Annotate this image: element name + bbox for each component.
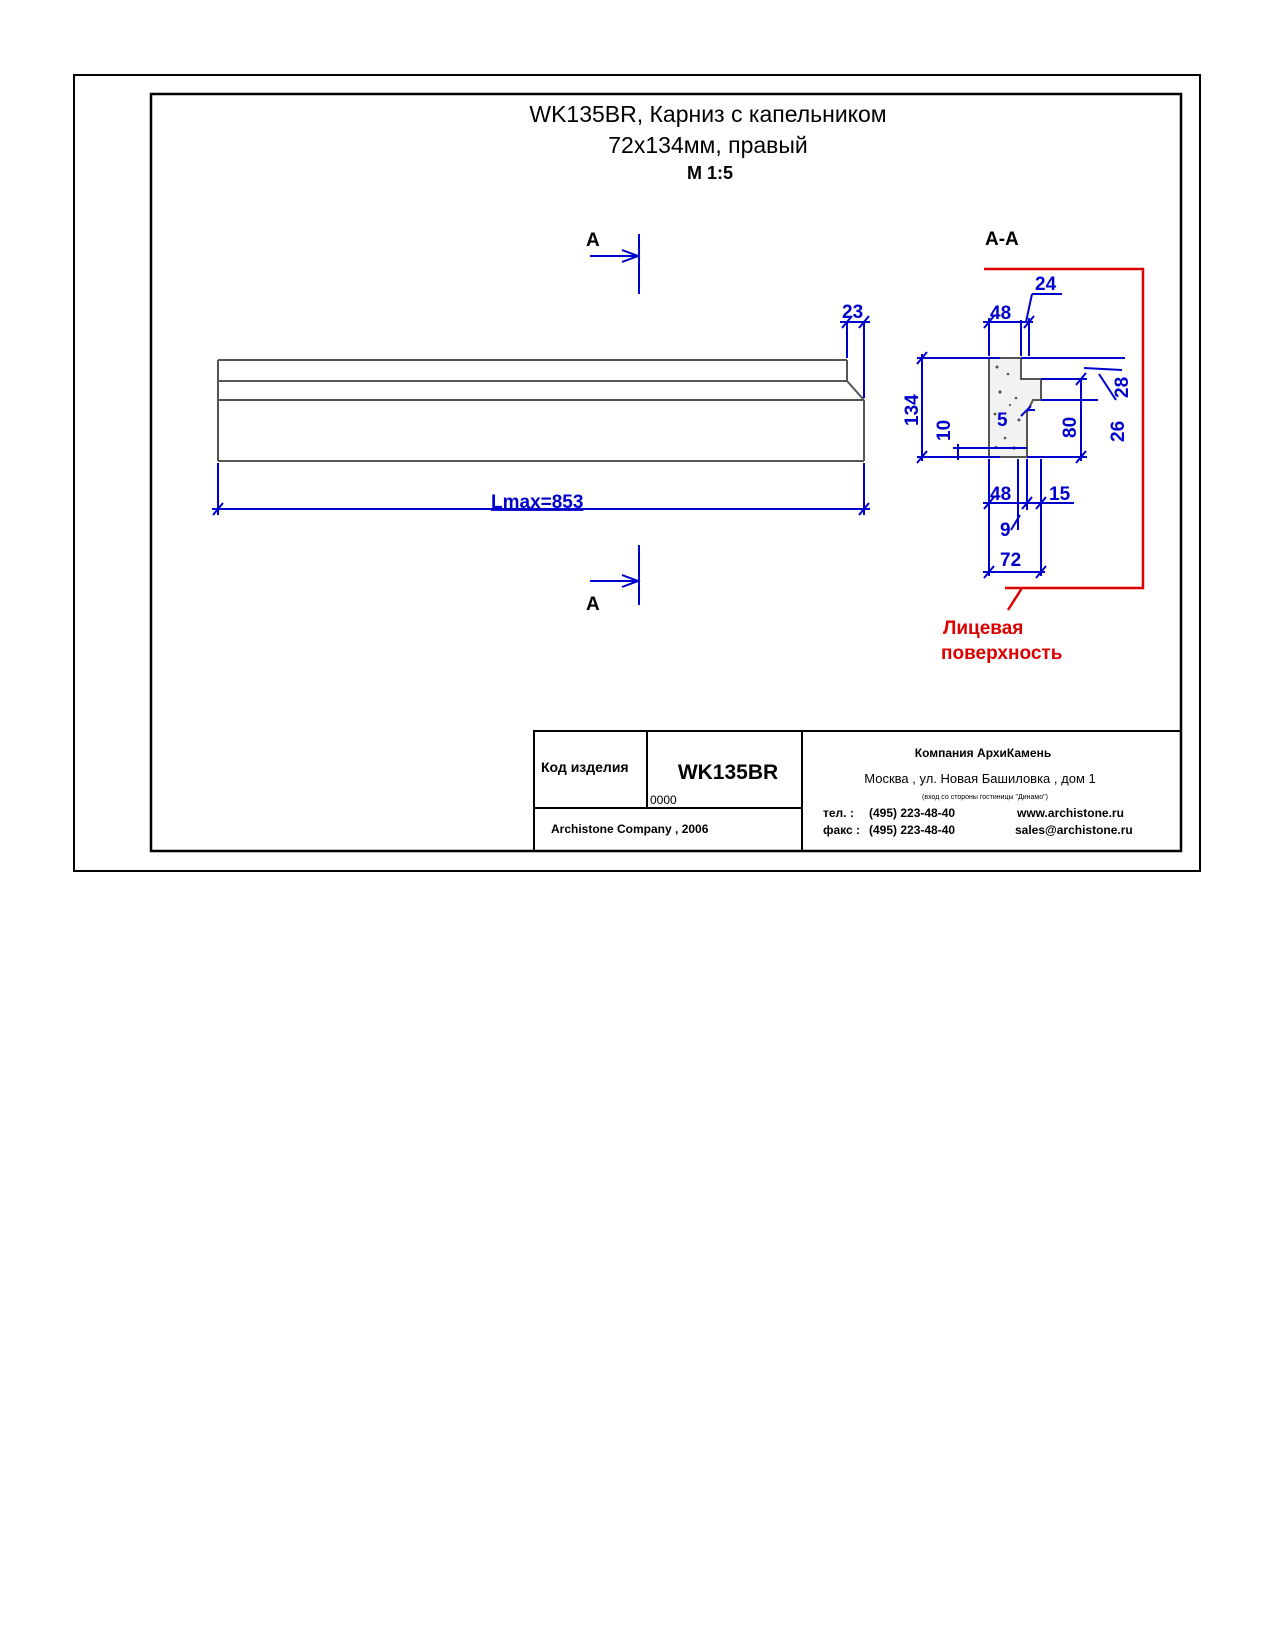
company-address-note: (вход со стороны гостиницы "Динамо") bbox=[922, 794, 1048, 801]
website-link[interactable]: www.archistone.ru bbox=[1016, 806, 1124, 820]
email-link[interactable]: sales@archistone.ru bbox=[1015, 823, 1133, 837]
outer-frame bbox=[73, 74, 1201, 872]
svg-text:A: A bbox=[586, 230, 600, 251]
dim-72: 72 bbox=[1000, 550, 1021, 571]
dim-10: 10 bbox=[934, 420, 955, 441]
dim-15: 15 bbox=[1049, 484, 1071, 505]
company-name: Компания АрхиКамень bbox=[915, 746, 1051, 760]
tel-label: тел. : bbox=[823, 806, 854, 820]
length-label: Lmax=853 bbox=[491, 492, 583, 513]
company-address: Москва , ул. Новая Башиловка , дом 1 bbox=[864, 771, 1095, 786]
face-surface-label-line2: поверхность bbox=[941, 643, 1062, 664]
dimension-23 bbox=[840, 315, 870, 398]
copyright-text: Archistone Company , 2006 bbox=[551, 822, 709, 836]
section-profile bbox=[988, 357, 1042, 458]
dim-48-top: 48 bbox=[990, 303, 1011, 324]
drawing-title-line1: WK135BR, Карниз с капельником bbox=[529, 101, 886, 127]
section-dimensions bbox=[916, 293, 1125, 579]
dim-5: 5 bbox=[997, 410, 1008, 431]
dim-28: 28 bbox=[1112, 377, 1133, 398]
drawing-number: 0000 bbox=[650, 793, 677, 807]
code-label: Код изделия bbox=[541, 759, 629, 775]
dim-48-bottom: 48 bbox=[990, 484, 1011, 505]
title-block bbox=[533, 730, 1182, 852]
drawing-scale: M 1:5 bbox=[687, 163, 733, 183]
section-mark-top: A bbox=[586, 230, 641, 294]
section-mark-bottom: A bbox=[586, 545, 641, 615]
dimension-length bbox=[212, 463, 870, 516]
drawing-title-line2: 72x134мм, правый bbox=[608, 132, 808, 158]
svg-text:A: A bbox=[586, 594, 600, 615]
front-view bbox=[217, 359, 865, 462]
fax-value: (495) 223-48-40 bbox=[869, 823, 955, 837]
dim-9: 9 bbox=[1000, 520, 1011, 541]
face-surface-label-line1: Лицевая bbox=[943, 618, 1023, 639]
tel-value: (495) 223-48-40 bbox=[869, 806, 955, 820]
face-surface-bracket bbox=[984, 267, 1145, 611]
dim-24: 24 bbox=[1035, 274, 1057, 295]
dim-80: 80 bbox=[1060, 417, 1081, 438]
section-view-label: A-A bbox=[985, 229, 1019, 250]
dimension-23-label: 23 bbox=[842, 302, 863, 323]
code-value: WK135BR bbox=[678, 761, 778, 784]
fax-label: факс : bbox=[823, 823, 860, 837]
dim-26: 26 bbox=[1108, 421, 1129, 442]
dim-134: 134 bbox=[902, 394, 923, 426]
